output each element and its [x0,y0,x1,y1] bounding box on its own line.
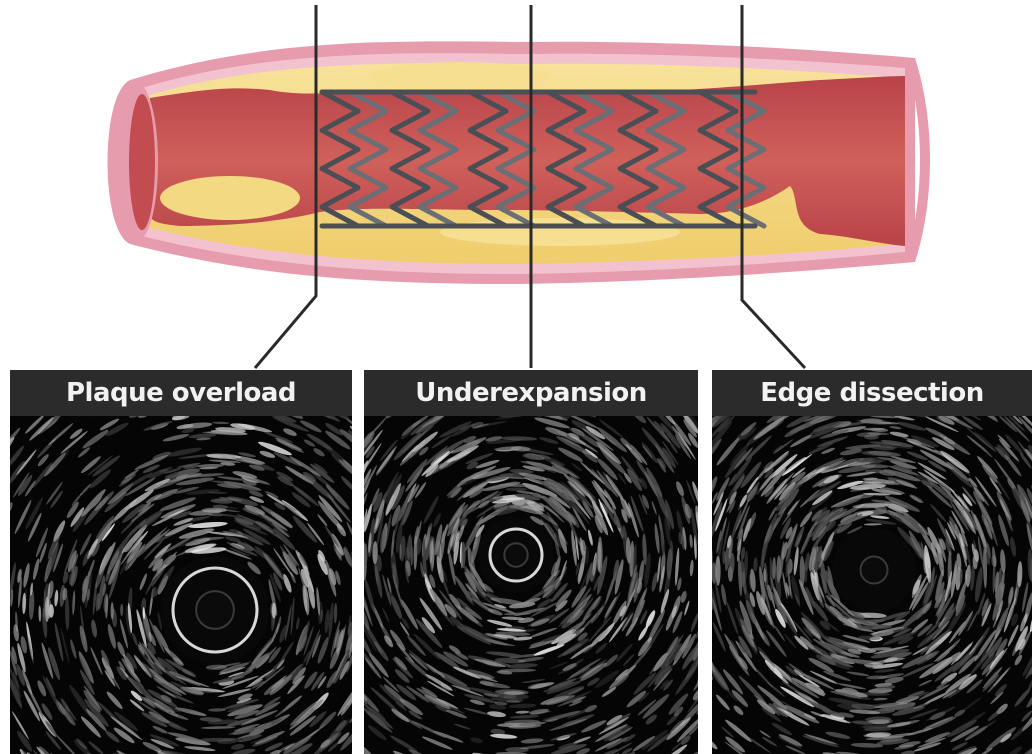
ivus-panel-plaque-overload: Plaque overload [10,370,352,754]
ivus-speckle [120,604,123,616]
plaque-bump [370,62,550,90]
ivus-catheter [504,543,527,566]
ivus-panel-edge-dissection: Edge dissection [712,370,1032,754]
ivus-image [712,370,1032,754]
panel-title: Plaque overload [10,370,352,416]
ivus-speckle [504,694,529,699]
ivus-speckle [207,454,223,457]
plaque-bump [160,176,300,220]
ivus-catheter [196,591,234,629]
ivus-image [364,370,698,754]
panel-title: Underexpansion [364,370,698,416]
panel-title: Edge dissection [712,370,1032,416]
vessel-opening-inner [129,94,155,230]
ivus-panel-underexpansion: Underexpansion [364,370,698,754]
ivus-image [10,370,352,754]
ivus-catheter [861,557,888,584]
